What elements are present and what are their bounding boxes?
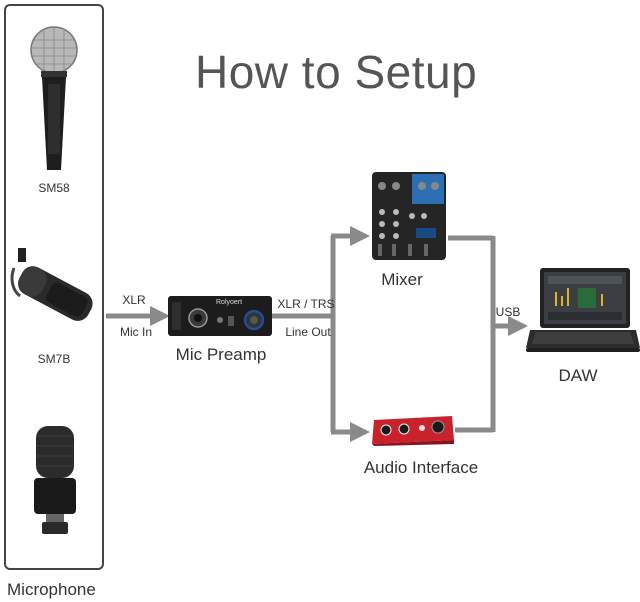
sm58-label: SM58 (38, 181, 70, 195)
sm58-mic-icon (30, 26, 78, 170)
audio-interface-label: Audio Interface (363, 458, 479, 477)
mic-preamp-icon (168, 296, 272, 336)
page-title: How to Setup (195, 46, 478, 98)
label-xlr-trs: XLR / TRS (277, 297, 335, 311)
label-line-out: Line Out (285, 325, 331, 339)
mixer-icon (372, 172, 446, 260)
microphone-group-label: Microphone (7, 580, 96, 599)
daw-laptop-icon (526, 268, 640, 352)
mixer-label: Mixer (381, 270, 423, 289)
label-xlr: XLR (122, 293, 146, 307)
preamp-brand-label: Rolyoert (216, 299, 243, 306)
daw-label: DAW (558, 366, 598, 385)
audio-interface-icon (372, 416, 454, 446)
sm7b-label: SM7B (37, 352, 71, 366)
microphone-group-box (4, 4, 104, 570)
sm7b-mic-icon (10, 248, 93, 321)
condenser-mic-icon (34, 426, 76, 534)
mic-preamp-label: Mic Preamp (175, 345, 267, 364)
label-mic-in: Mic In (119, 325, 153, 339)
label-usb: USB (495, 305, 521, 319)
